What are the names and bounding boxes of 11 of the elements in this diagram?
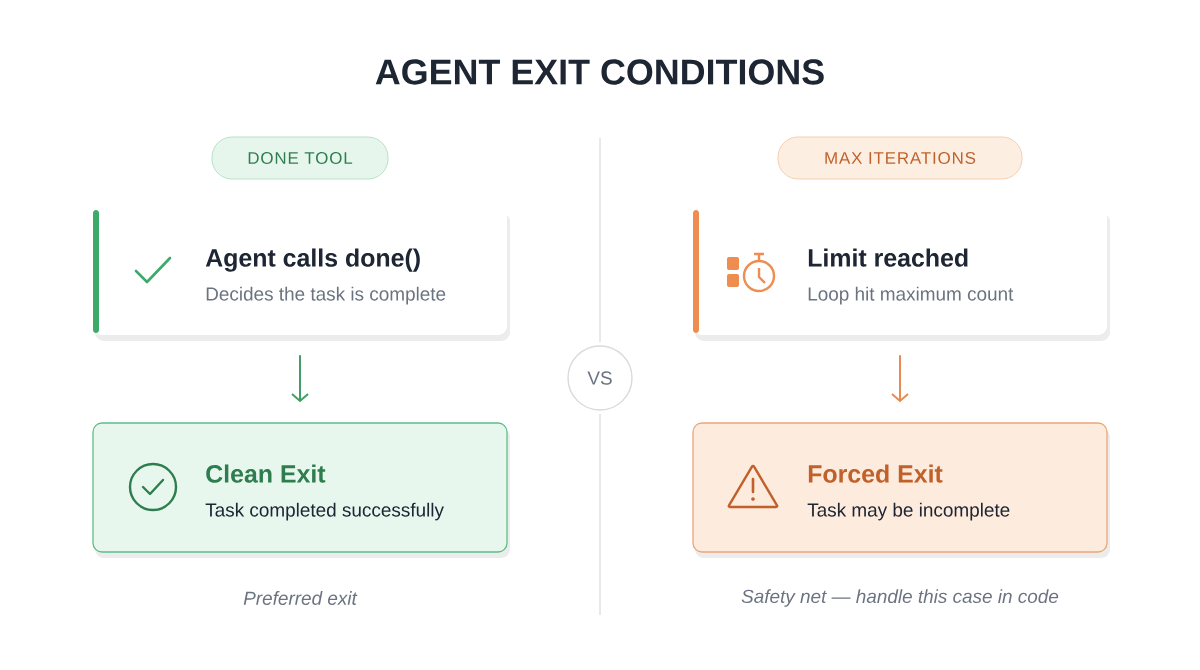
note: Preferred exit <box>243 591 358 605</box>
result-card: Forced Exit Task may be incomplete <box>692 422 1110 558</box>
step-card: Agent calls done() Decides the task is complete <box>93 208 510 341</box>
tag-pill: DONE TOOL <box>211 136 389 180</box>
title: AGENT EXIT CONDITIONS <box>375 59 824 85</box>
note: Safety net — handle this case in code <box>741 589 1059 607</box>
result-card: Clean Exit Task completed successfully <box>92 422 510 558</box>
arrow <box>291 354 309 403</box>
tag-pill: MAX ITERATIONS <box>777 136 1023 180</box>
step-card: Limit reached Loop hit maximum count <box>693 208 1110 341</box>
arrow <box>891 354 909 403</box>
